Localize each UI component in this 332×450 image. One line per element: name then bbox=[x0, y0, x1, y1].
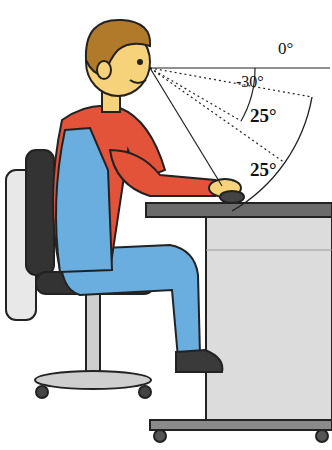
seated-person bbox=[53, 20, 244, 372]
angle-label: 0° bbox=[278, 40, 293, 57]
angle-label: 25° bbox=[250, 160, 277, 179]
angle-label: -30° bbox=[236, 74, 264, 90]
angle-label: 25° bbox=[250, 106, 277, 125]
sight-lines bbox=[150, 68, 330, 211]
